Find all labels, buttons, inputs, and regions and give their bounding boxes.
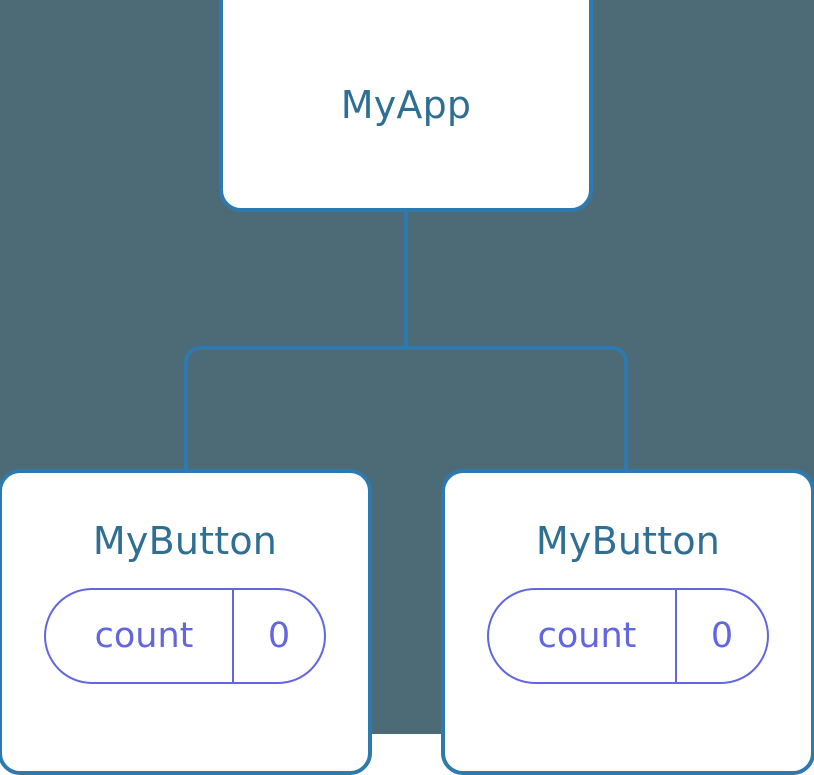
node-mybutton-left[interactable]: MyButton count 0 (0, 469, 372, 775)
state-pill-right-value: 0 (675, 590, 767, 682)
connector-lines (184, 212, 628, 471)
state-pill-right-key: count (537, 615, 637, 656)
state-pill-left-value: 0 (232, 590, 324, 682)
connector-to-left-child (184, 346, 406, 471)
connector-to-right-child (406, 346, 628, 471)
state-pill-left-key: count (94, 615, 194, 656)
state-pill-right[interactable]: count 0 (487, 588, 769, 684)
node-myapp[interactable]: MyApp (219, 0, 593, 212)
node-mybutton-right[interactable]: MyButton count 0 (441, 469, 814, 775)
node-myapp-label: MyApp (340, 83, 472, 127)
state-pill-left[interactable]: count 0 (44, 588, 326, 684)
node-mybutton-left-label: MyButton (92, 519, 278, 563)
node-mybutton-right-label: MyButton (535, 519, 721, 563)
